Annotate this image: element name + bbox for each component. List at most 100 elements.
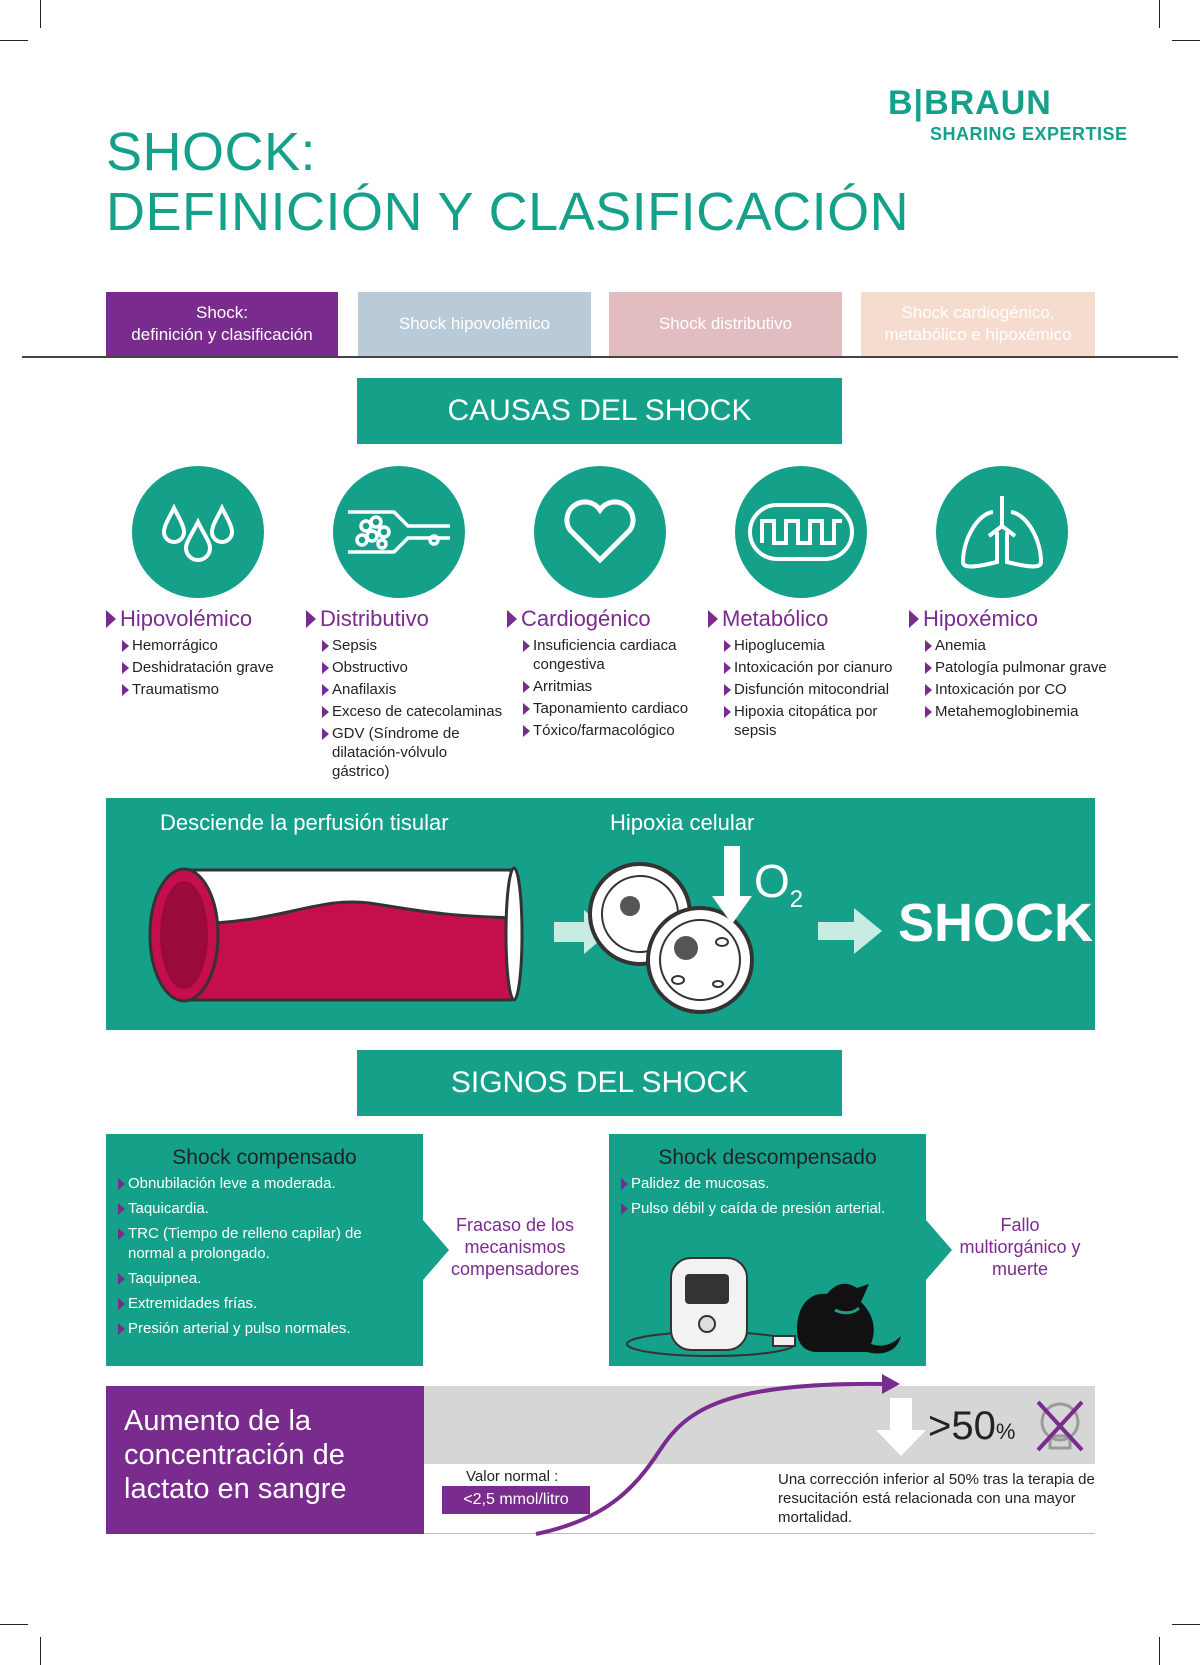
list-item: Anemia bbox=[935, 637, 986, 654]
list-item: Patología pulmonar grave bbox=[935, 659, 1107, 676]
tab-hipovolemico[interactable]: Shock hipovolémico bbox=[358, 292, 591, 356]
oxygen-label: O2 bbox=[754, 854, 803, 914]
percent-unit: % bbox=[995, 1419, 1016, 1444]
list-item: Sepsis bbox=[332, 637, 378, 654]
chevron-right-icon bbox=[926, 1220, 952, 1280]
brand-tagline: SHARING EXPERTISE bbox=[930, 124, 1128, 144]
list-item: Obnubilación leve a moderada. bbox=[128, 1175, 336, 1192]
list-item: Intoxicación por cianuro bbox=[734, 659, 893, 676]
list-item: Arritmias bbox=[533, 678, 593, 695]
list-item: Metahemoglobinemia bbox=[935, 703, 1079, 720]
signs-heading: SIGNOS DEL SHOCK bbox=[357, 1050, 842, 1116]
compensated-box: Shock compensado Obnubilación leve a mod… bbox=[106, 1134, 423, 1366]
list-item: Palidez de mucosas. bbox=[631, 1175, 770, 1192]
lungs-icon bbox=[936, 466, 1068, 598]
cause-title: Hipovolémico bbox=[120, 606, 253, 631]
decompensated-list: Palidez de mucosas. Pulso débil y caída … bbox=[621, 1174, 914, 1219]
list-item: Taponamiento cardiaco bbox=[533, 700, 689, 717]
mitochondria-icon bbox=[735, 466, 867, 598]
oxygen-subscript: 2 bbox=[789, 886, 804, 914]
cause-cardiogenico: Cardiogénico Insuficiencia cardiaca cong… bbox=[507, 606, 707, 743]
crop-mark bbox=[1159, 1637, 1160, 1665]
cause-title: Hipoxémico bbox=[923, 606, 1038, 631]
page-title: SHOCK: DEFINICIÓN Y CLASIFICACIÓN bbox=[106, 122, 909, 242]
cause-metabolico: Metabólico Hipoglucemia Intoxicación por… bbox=[708, 606, 908, 743]
title-line-1: SHOCK: bbox=[106, 122, 317, 182]
normal-label: Valor normal : bbox=[466, 1468, 559, 1485]
list-item: TRC (Tiempo de relleno capilar) de norma… bbox=[128, 1225, 362, 1262]
list-item: Tóxico/farmacológico bbox=[533, 722, 675, 739]
shock-result: SHOCK bbox=[898, 893, 1094, 953]
list-item: Exceso de catecolaminas bbox=[332, 703, 503, 720]
vessel-illustration bbox=[148, 866, 610, 1003]
cause-list: Hipoglucemia Intoxicación por cianuro Di… bbox=[724, 636, 908, 740]
list-item: GDV (Síndrome de dilatación-vólvulo gást… bbox=[332, 725, 460, 780]
down-arrow-icon bbox=[712, 846, 752, 924]
title-line-2: DEFINICIÓN Y CLASIFICACIÓN bbox=[106, 182, 910, 242]
list-item: Disfunción mitocondrial bbox=[734, 681, 890, 698]
cause-list: Sepsis Obstructivo Anafilaxis Exceso de … bbox=[322, 636, 506, 781]
compensated-title: Shock compensado bbox=[172, 1146, 357, 1169]
list-item: Anafilaxis bbox=[332, 681, 397, 698]
normal-value-badge: <2,5 mmol/litro bbox=[442, 1486, 590, 1514]
crop-mark bbox=[1159, 0, 1160, 28]
crop-mark bbox=[40, 0, 41, 28]
lactate-note: Una corrección inferior al 50% tras la t… bbox=[778, 1471, 1095, 1526]
percent-value: >50% bbox=[928, 1404, 1015, 1449]
outcome-text: Fallo multiorgánico y muerte bbox=[959, 1215, 1081, 1279]
crop-mark bbox=[0, 40, 28, 41]
list-item: Traumatismo bbox=[132, 681, 219, 698]
cause-title: Cardiogénico bbox=[521, 606, 651, 631]
decompensated-title: Shock descompensado bbox=[658, 1146, 877, 1169]
death-skull-icon bbox=[1036, 1400, 1084, 1452]
failure-text: Fracaso de los mecanismos compensadores bbox=[450, 1215, 580, 1279]
lactate-band bbox=[424, 1386, 1095, 1464]
tab-distributivo[interactable]: Shock distributivo bbox=[609, 292, 842, 356]
crop-mark bbox=[0, 1624, 28, 1625]
cause-list: Anemia Patología pulmonar grave Intoxica… bbox=[925, 636, 1109, 721]
list-item: Intoxicación por CO bbox=[935, 681, 1067, 698]
perfusion-label: Desciende la perfusión tisular bbox=[160, 810, 449, 835]
crop-mark bbox=[40, 1637, 41, 1665]
lactate-curve bbox=[535, 1374, 900, 1536]
list-item: Presión arterial y pulso normales. bbox=[128, 1320, 351, 1337]
percent-number: >50 bbox=[928, 1404, 996, 1448]
oxygen-symbol: O bbox=[754, 855, 790, 907]
divider bbox=[424, 1533, 1095, 1534]
water-drops-icon bbox=[132, 466, 264, 598]
list-item: Taquipnea. bbox=[128, 1270, 202, 1287]
lactate-title: Aumento de la concentración de lactato e… bbox=[106, 1386, 424, 1534]
list-item: Taquicardia. bbox=[128, 1200, 209, 1217]
heart-icon bbox=[534, 466, 666, 598]
tab-cardiogenico[interactable]: Shock cardiogénico, metabólico e hipoxém… bbox=[861, 292, 1095, 356]
arrow-right-icon bbox=[818, 908, 882, 954]
causes-heading: CAUSAS DEL SHOCK bbox=[357, 378, 842, 444]
chevron-right-icon bbox=[423, 1220, 449, 1280]
cause-hipoxemico: Hipoxémico Anemia Patología pulmonar gra… bbox=[909, 606, 1109, 724]
list-item: Hipoglucemia bbox=[734, 637, 825, 654]
list-item: Obstructivo bbox=[332, 659, 408, 676]
cause-distributivo: Distributivo Sepsis Obstructivo Anafilax… bbox=[306, 606, 506, 784]
crop-mark bbox=[1172, 40, 1200, 41]
crop-mark bbox=[1172, 1624, 1200, 1625]
cells-illustration bbox=[588, 862, 754, 1014]
compensated-list: Obnubilación leve a moderada. Taquicardi… bbox=[118, 1174, 411, 1339]
hypoxia-label: Hipoxia celular bbox=[610, 810, 755, 835]
list-item: Extremidades frías. bbox=[128, 1295, 258, 1312]
list-item: Insuficiencia cardiaca congestiva bbox=[533, 637, 677, 673]
cause-title: Distributivo bbox=[320, 606, 429, 631]
down-arrow-icon bbox=[876, 1398, 926, 1456]
cause-list: Hemorrágico Deshidratación grave Traumat… bbox=[122, 636, 306, 699]
divider bbox=[22, 356, 1178, 358]
monitor-dog-illustration bbox=[626, 1257, 901, 1357]
list-item: Pulso débil y caída de presión arterial. bbox=[631, 1200, 886, 1217]
tab-definicion[interactable]: Shock: definición y clasificación bbox=[106, 292, 338, 356]
list-item: Deshidratación grave bbox=[132, 659, 274, 676]
cause-hipovolemico: Hipovolémico Hemorrágico Deshidratación … bbox=[106, 606, 306, 702]
cause-list: Insuficiencia cardiaca congestiva Arritm… bbox=[523, 636, 707, 740]
decompensated-box: Shock descompensado Palidez de mucosas. … bbox=[609, 1134, 926, 1366]
cause-title: Metabólico bbox=[722, 606, 829, 631]
brand-logo: B|BRAUN bbox=[888, 84, 1052, 122]
blood-vessel-icon bbox=[333, 466, 465, 598]
list-item: Hipoxia citopática por sepsis bbox=[734, 703, 878, 739]
